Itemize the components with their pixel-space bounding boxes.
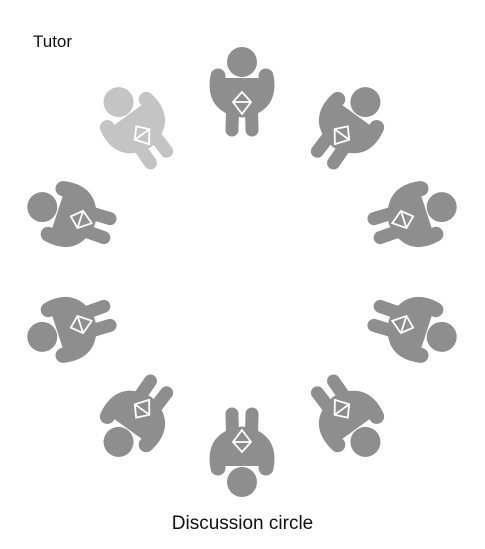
head-shape: [227, 467, 257, 497]
head-shape: [227, 47, 257, 77]
student-figure: [369, 179, 463, 252]
student-figure: [20, 292, 114, 365]
diagram-caption: Discussion circle: [0, 513, 485, 535]
student-figure: [217, 414, 267, 497]
student-figure: [217, 47, 267, 130]
student-figure: [305, 372, 394, 469]
student-figure: [90, 372, 179, 469]
student-figure: [305, 75, 394, 172]
tutor-label: Tutor: [33, 32, 72, 52]
tutor-figure: [90, 75, 179, 172]
student-figure: [20, 179, 114, 252]
student-figure: [369, 292, 463, 365]
